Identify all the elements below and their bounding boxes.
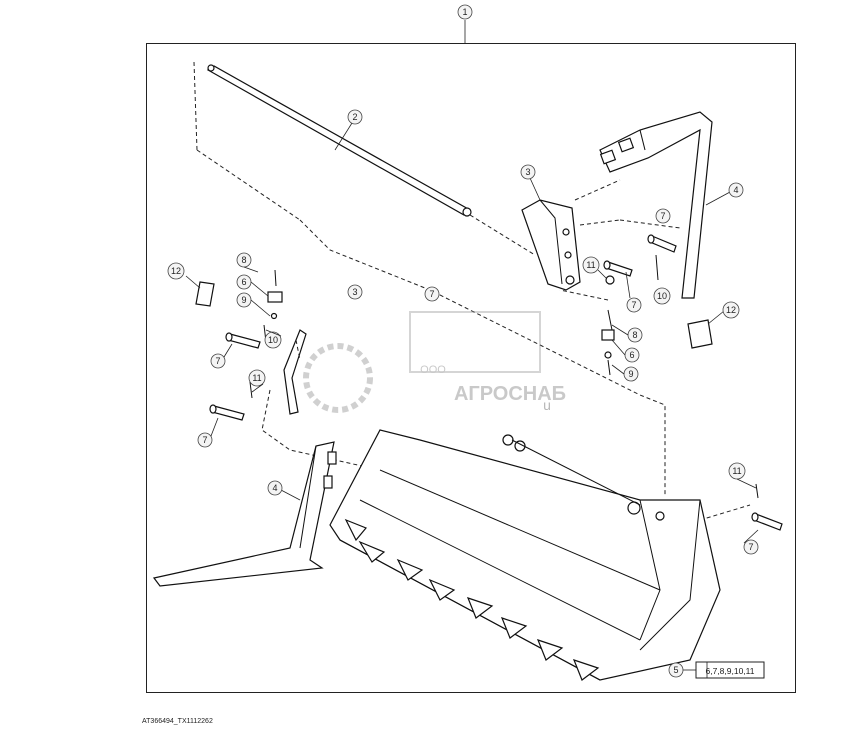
fork-part-bottom <box>152 441 337 587</box>
callout-11-b: 11 <box>248 369 266 387</box>
callout-7-c: 7 <box>626 297 642 313</box>
kit-box <box>695 661 765 679</box>
callout-11-a: 11 <box>582 256 600 274</box>
svg-text:4: 4 <box>733 185 738 195</box>
svg-text:7: 7 <box>215 356 220 366</box>
callout-7-a: 7 <box>655 208 671 224</box>
callout-10-b: 10 <box>264 331 282 349</box>
svg-text:8: 8 <box>632 330 637 340</box>
pin-part-left-lower <box>209 404 245 421</box>
callout-12-b: 12 <box>722 301 740 319</box>
svg-text:2: 2 <box>352 112 357 122</box>
svg-text:3: 3 <box>352 287 357 297</box>
crossbar-part <box>206 64 472 217</box>
callout-1: 1 <box>457 4 473 20</box>
pin-part-top-right <box>647 234 677 253</box>
label-plate-right <box>687 319 713 349</box>
callout-2: 2 <box>347 109 363 125</box>
label-plate-left <box>195 281 215 307</box>
callout-7-d: 7 <box>210 353 226 369</box>
callout-5: 5 <box>668 662 684 678</box>
svg-text:9: 9 <box>628 369 633 379</box>
bucket-assembly <box>329 429 721 681</box>
svg-text:1: 1 <box>462 7 467 17</box>
svg-text:11: 11 <box>586 260 595 270</box>
svg-text:7: 7 <box>631 300 636 310</box>
callout-4-top: 4 <box>728 182 744 198</box>
callout-8-b: 8 <box>627 327 643 343</box>
svg-text:12: 12 <box>726 305 736 315</box>
pin-part-right <box>751 512 783 531</box>
diagram-frame <box>146 43 796 693</box>
callout-6-b: 6 <box>624 347 640 363</box>
svg-text:6: 6 <box>629 350 634 360</box>
callout-12-a: 12 <box>167 262 185 280</box>
callout-9-a: 9 <box>236 292 252 308</box>
svg-text:6: 6 <box>241 277 246 287</box>
figure-id: AT366494_TX1112262 <box>142 718 213 725</box>
svg-text:7: 7 <box>748 542 753 552</box>
watermark-suffix: u <box>543 397 551 413</box>
callout-3-top: 3 <box>520 164 536 180</box>
watermark-company-name: АГРОСНАБ <box>454 383 566 405</box>
bucket-teeth <box>344 518 600 681</box>
svg-text:10: 10 <box>657 291 667 301</box>
pin-part-left-upper <box>225 332 261 349</box>
callout-11-c: 11 <box>728 462 746 480</box>
pin-part-top-mid <box>603 260 633 277</box>
bracket-part-left <box>283 329 307 415</box>
callout-7-e: 7 <box>197 432 213 448</box>
svg-text:4: 4 <box>272 483 277 493</box>
watermark-company-prefix: ООО <box>420 364 446 376</box>
svg-text:7: 7 <box>202 435 207 445</box>
svg-text:10: 10 <box>268 335 278 345</box>
hardware-stack-right <box>601 309 615 376</box>
bracket-part-top <box>521 199 581 291</box>
svg-text:11: 11 <box>252 373 261 383</box>
svg-text:7: 7 <box>429 289 434 299</box>
callout-10-a: 10 <box>653 287 671 305</box>
svg-text:7: 7 <box>660 211 665 221</box>
callout-4-bottom: 4 <box>267 480 283 496</box>
callout-9-b: 9 <box>623 366 639 382</box>
callout-3-mid: 3 <box>347 284 363 300</box>
watermark-logo: АГРОСНАБ ООО u <box>303 311 566 413</box>
svg-text:8: 8 <box>241 255 246 265</box>
svg-text:11: 11 <box>732 466 741 476</box>
callout-7-f: 7 <box>743 539 759 555</box>
callout-6-a: 6 <box>236 274 252 290</box>
svg-text:5: 5 <box>673 665 678 675</box>
callout-7-b: 7 <box>424 286 440 302</box>
svg-text:12: 12 <box>171 266 181 276</box>
svg-text:9: 9 <box>241 295 246 305</box>
hardware-stack-left <box>263 269 283 343</box>
fork-part-top <box>599 111 713 299</box>
kit-box-label: 6,7,8,9,10,11 <box>706 666 755 676</box>
callout-8-a: 8 <box>236 252 252 268</box>
svg-text:3: 3 <box>525 167 530 177</box>
